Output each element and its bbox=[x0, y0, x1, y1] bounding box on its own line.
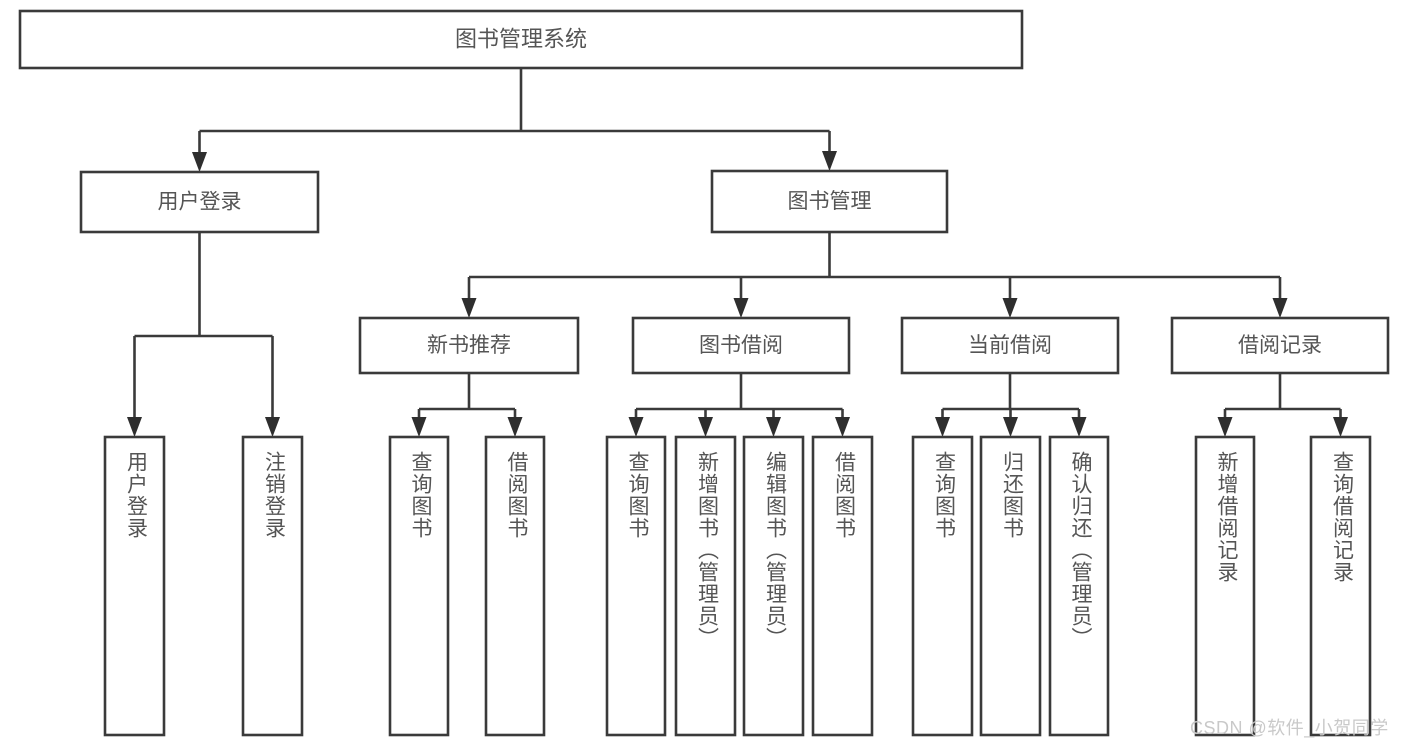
node-box-borrow-record[interactable] bbox=[1170, 316, 1390, 375]
node-box-user-logout[interactable] bbox=[241, 435, 304, 737]
node-box-query-book-1[interactable] bbox=[388, 435, 450, 737]
node-box-book-borrow[interactable] bbox=[631, 316, 851, 375]
node-box-query-borrow-record[interactable] bbox=[1309, 435, 1372, 737]
node-box-add-book-admin[interactable] bbox=[674, 435, 737, 737]
node-box-edit-book-admin[interactable] bbox=[742, 435, 805, 737]
node-label-book-management: 图书管理 bbox=[788, 190, 872, 213]
node-label-current-borrow: 当前借阅 bbox=[968, 334, 1052, 357]
node-box-add-borrow-record[interactable] bbox=[1194, 435, 1256, 737]
node-box-query-book-3[interactable] bbox=[911, 435, 974, 737]
boxes-layer bbox=[18, 9, 1390, 737]
node-box-query-book-2[interactable] bbox=[605, 435, 667, 737]
node-box-borrow-book-2[interactable] bbox=[811, 435, 874, 737]
node-label-borrow-record: 借阅记录 bbox=[1238, 334, 1322, 357]
connectors-layer bbox=[127, 68, 1348, 437]
node-box-new-book-recommend[interactable] bbox=[358, 316, 580, 375]
node-box-root[interactable] bbox=[18, 9, 1024, 70]
node-box-return-book[interactable] bbox=[979, 435, 1042, 737]
node-label-new-book-recommend: 新书推荐 bbox=[427, 334, 511, 357]
node-label-user-login: 用户登录 bbox=[158, 191, 242, 214]
csdn-watermark: CSDN @软件_小贺同学 bbox=[1190, 718, 1389, 738]
node-label-root: 图书管理系统 bbox=[455, 26, 587, 51]
node-box-confirm-return-admin[interactable] bbox=[1048, 435, 1110, 737]
node-label-book-borrow: 图书借阅 bbox=[699, 334, 783, 357]
node-box-user-login-do[interactable] bbox=[103, 435, 166, 737]
node-box-user-login[interactable] bbox=[79, 170, 320, 234]
node-box-current-borrow[interactable] bbox=[900, 316, 1120, 375]
node-box-book-management[interactable] bbox=[710, 169, 949, 234]
node-box-borrow-book-1[interactable] bbox=[484, 435, 546, 737]
